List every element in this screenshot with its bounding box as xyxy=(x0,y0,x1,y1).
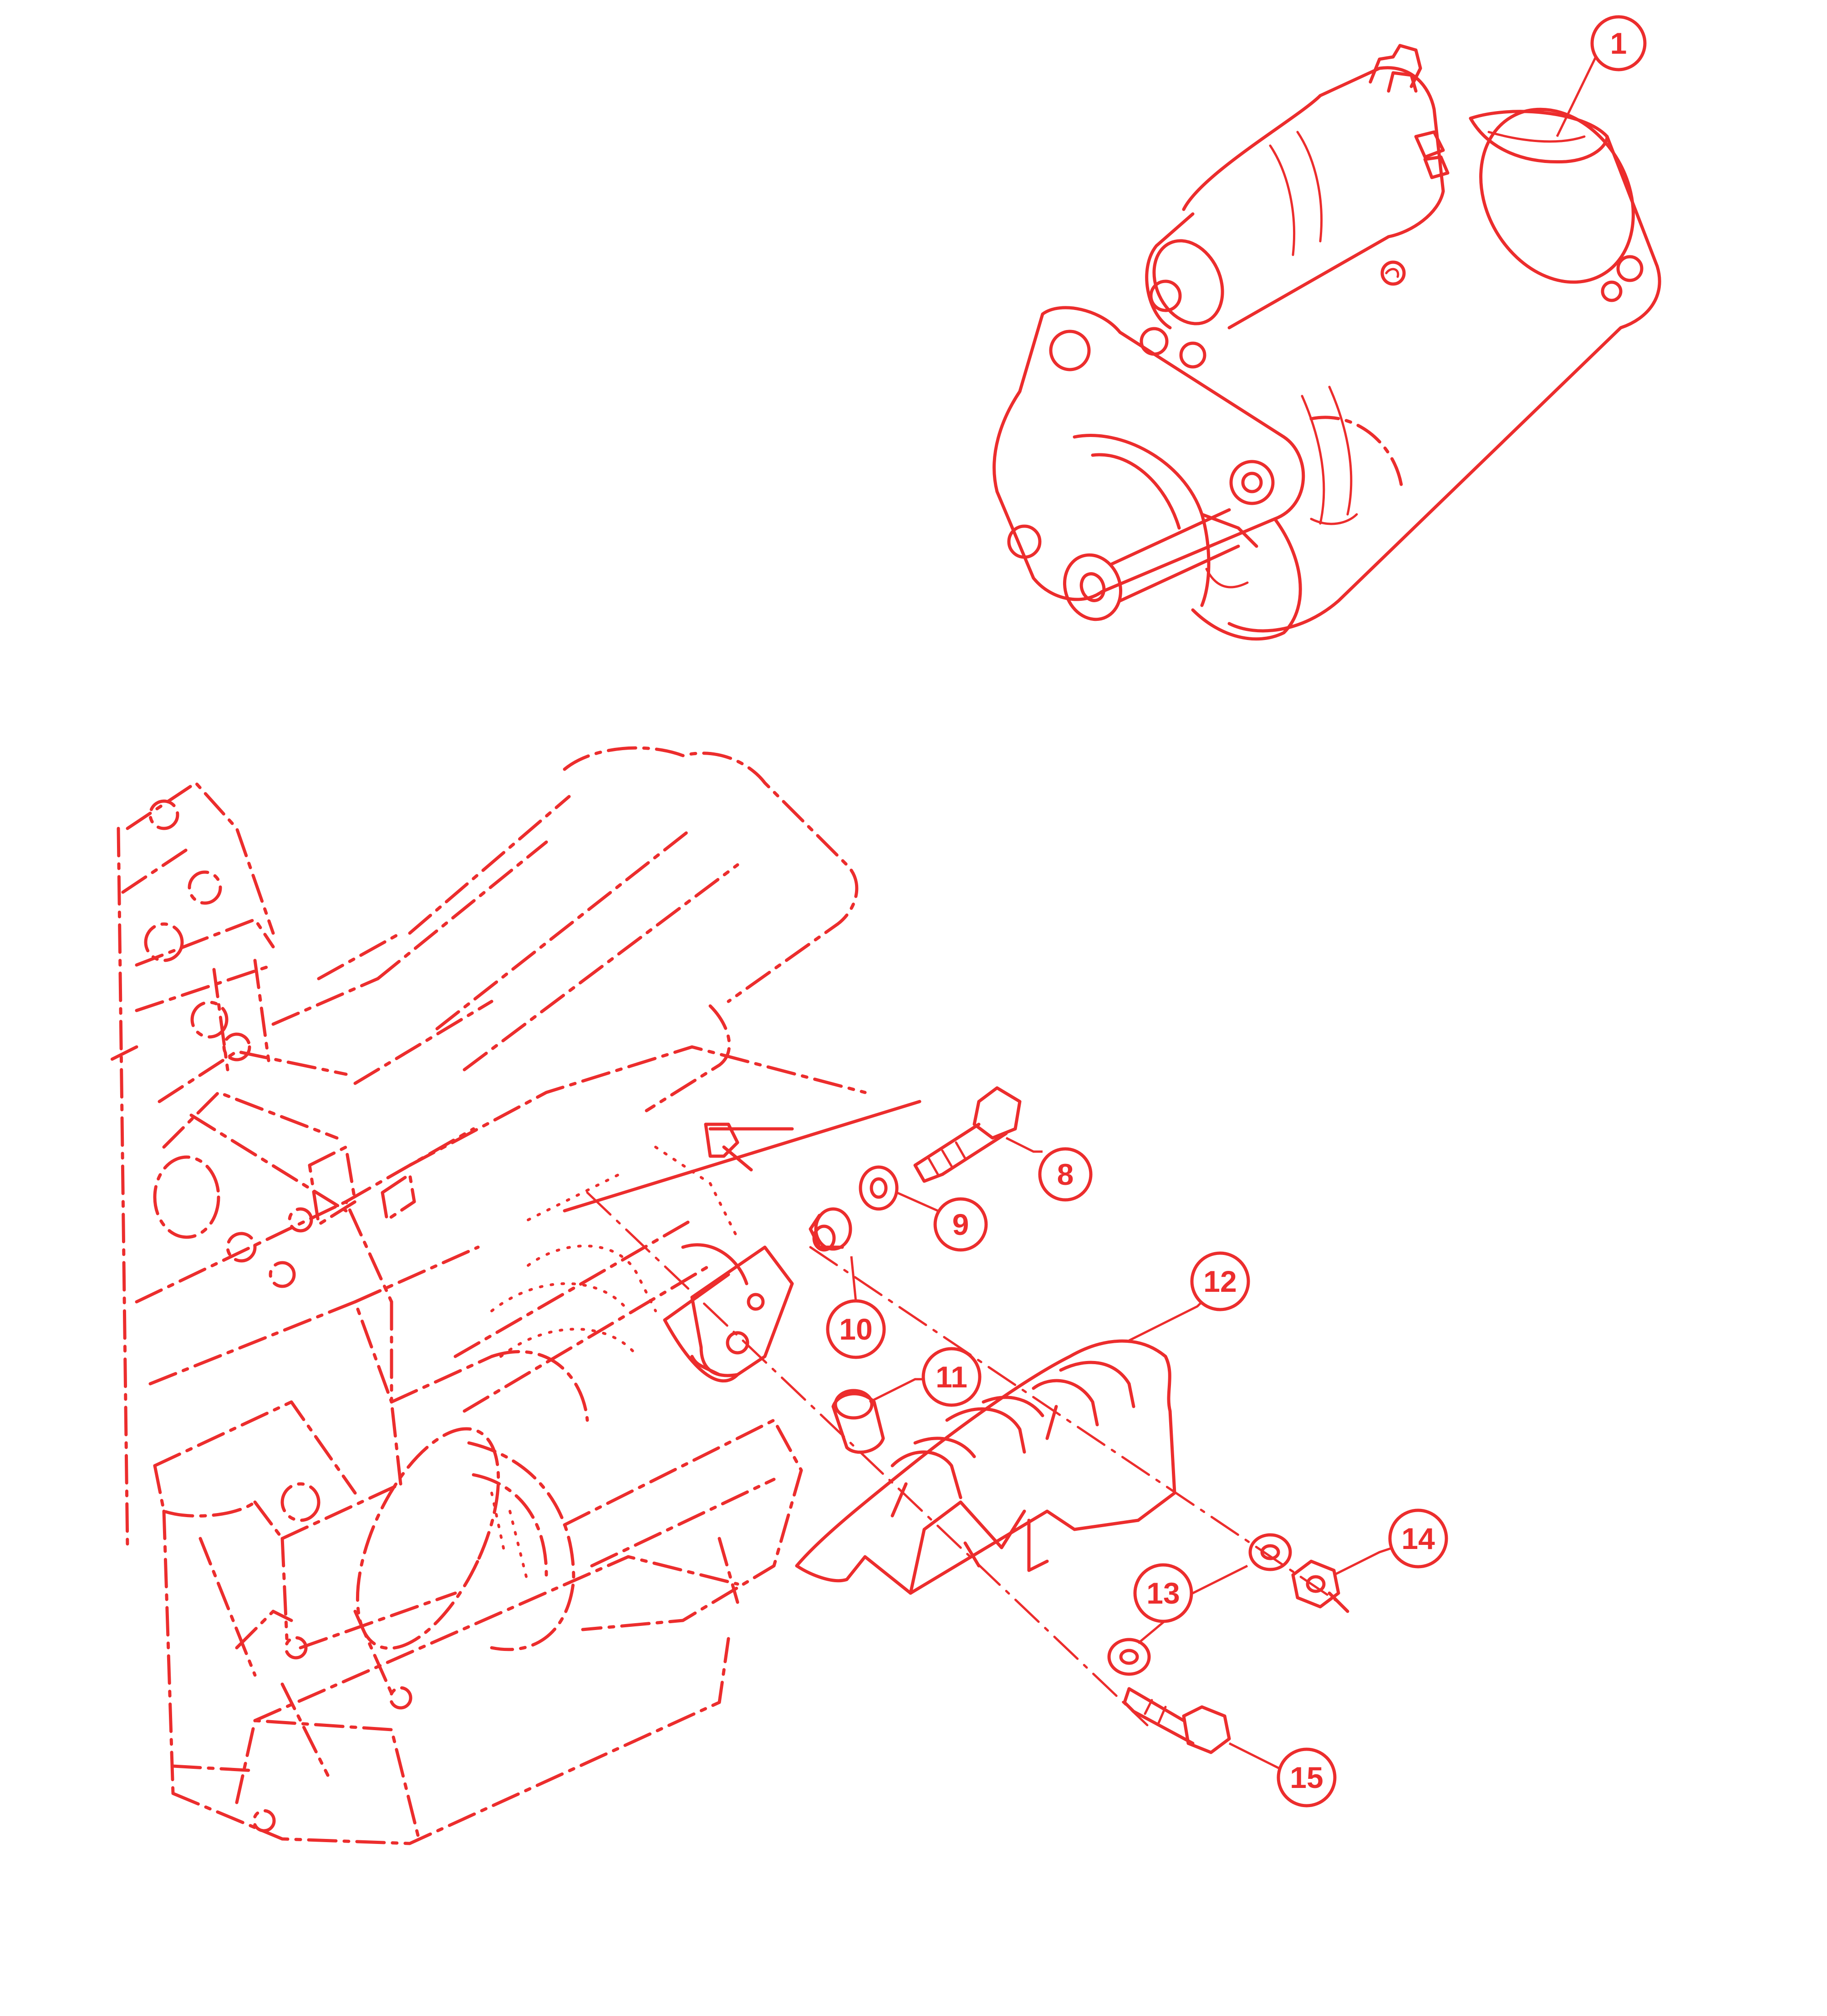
callout-12: 12 xyxy=(1190,1251,1250,1311)
callout-11: 11 xyxy=(921,1347,982,1407)
callout-10-label: 10 xyxy=(839,1312,872,1346)
callout-13-label: 13 xyxy=(1146,1576,1180,1610)
callout-14: 14 xyxy=(1388,1508,1448,1569)
callouts: 1 8 9 10 11 12 xyxy=(826,15,1647,1808)
callout-8-label: 8 xyxy=(1057,1158,1074,1191)
callout-1: 1 xyxy=(1590,15,1647,71)
fasteners-illustration xyxy=(586,1086,1349,1754)
callout-15: 15 xyxy=(1277,1747,1337,1808)
callout-14-label: 14 xyxy=(1401,1522,1435,1555)
callout-9: 9 xyxy=(933,1197,988,1252)
callout-12-label: 12 xyxy=(1203,1264,1237,1298)
callout-10: 10 xyxy=(826,1299,886,1359)
callout-11-label: 11 xyxy=(936,1360,967,1394)
callout-9-label: 9 xyxy=(952,1208,969,1241)
callout-13: 13 xyxy=(1133,1563,1193,1623)
engine-block-illustration xyxy=(107,746,921,1845)
callout-15-label: 15 xyxy=(1290,1761,1323,1794)
starter-motor-illustration xyxy=(992,44,1661,641)
callout-1-label: 1 xyxy=(1610,26,1627,60)
callout-8: 8 xyxy=(1038,1147,1093,1202)
